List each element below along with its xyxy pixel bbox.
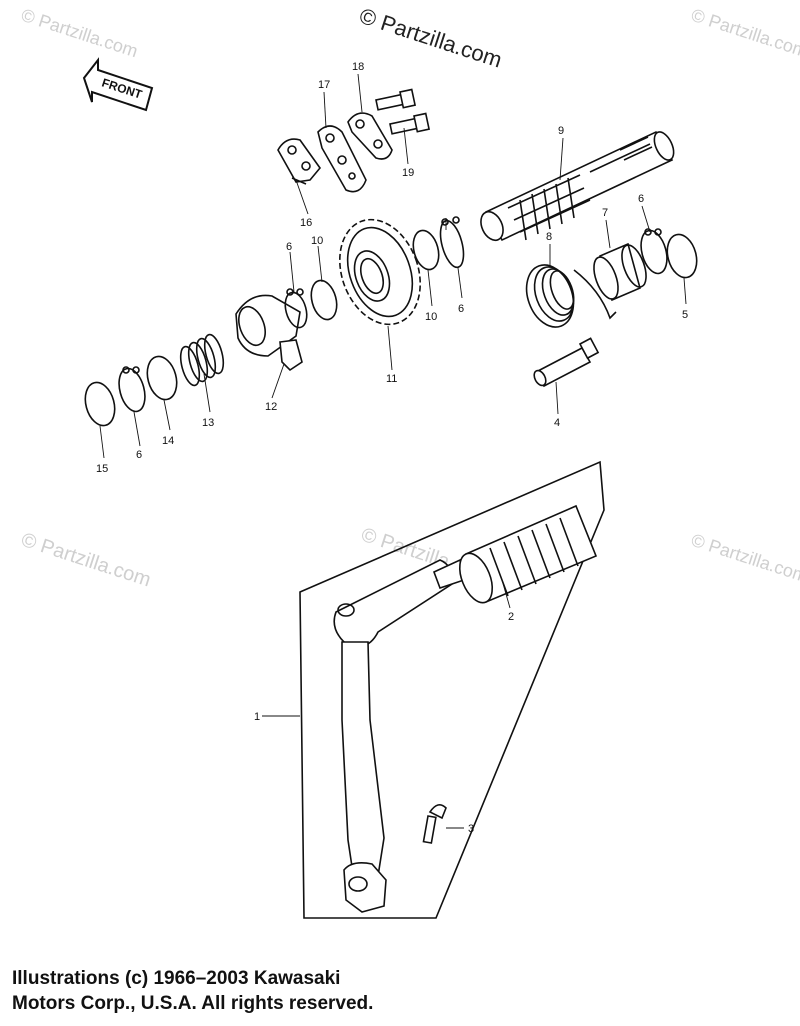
copyright-notice: Illustrations (c) 1966–2003 Kawasaki Mot… — [12, 966, 572, 1016]
part-7-collar — [593, 242, 647, 302]
watermark-top-right: © Partzilla.com — [689, 5, 800, 62]
part-19-bolt-lower — [389, 112, 431, 135]
callout-1: 1 — [254, 711, 260, 723]
part-9-kick-shaft — [480, 130, 675, 242]
part-12-ratchet — [235, 294, 303, 372]
leader-lines — [99, 73, 687, 829]
callout-7: 7 — [602, 207, 608, 219]
part-18-plate — [347, 112, 393, 160]
callout-6-a: 6 — [458, 303, 464, 315]
callout-6-d: 6 — [136, 449, 142, 461]
callout-2: 2 — [508, 611, 514, 623]
callout-15: 15 — [96, 463, 108, 475]
callout-4: 4 — [554, 417, 560, 429]
callout-6-b: 6 — [286, 241, 292, 253]
part-1-kick-pedal — [333, 558, 465, 913]
front-arrow-icon: FRONT — [82, 57, 154, 112]
callout-13: 13 — [202, 417, 214, 429]
callout-6-c: 6 — [638, 193, 644, 205]
copyright-line-1: Illustrations (c) 1966–2003 Kawasaki — [12, 968, 341, 989]
copyright-line-2: Motors Corp., U.S.A. All rights reserved… — [12, 993, 374, 1014]
callout-10-a: 10 — [425, 311, 437, 323]
part-14-washer — [146, 355, 178, 401]
part-8-kick-spring — [525, 264, 617, 328]
part-19-bolt-upper — [375, 88, 417, 111]
callout-11: 11 — [386, 373, 397, 385]
callout-18: 18 — [352, 61, 364, 73]
callout-12: 12 — [265, 401, 277, 413]
part-6-circlip-a — [439, 216, 465, 269]
callout-numbers: 9 17 18 16 19 6 10 10 6 11 12 13 14 6 15… — [96, 61, 688, 835]
watermark-mid-left: © Partzilla.com — [18, 529, 153, 592]
part-3-bolt — [422, 804, 447, 844]
callout-19: 19 — [402, 167, 414, 179]
part-6-circlip-b — [284, 288, 308, 329]
callout-10-b: 10 — [311, 235, 323, 247]
callout-8: 8 — [546, 231, 552, 243]
watermark-top-left: © Partzilla.com — [19, 5, 141, 62]
callout-14: 14 — [162, 435, 174, 447]
watermark-mid-right: © Partzilla.com — [689, 530, 800, 587]
part-2-kick-rubber — [458, 504, 598, 604]
part-17-plate — [317, 125, 367, 193]
part-5-washer — [666, 233, 698, 279]
callout-5: 5 — [682, 309, 688, 321]
callout-9: 9 — [558, 125, 564, 137]
part-11-kick-gear — [338, 218, 422, 326]
callout-17: 17 — [318, 79, 330, 91]
kick-pedal-assembly-outline — [299, 460, 605, 919]
part-6-circlip-c — [640, 228, 668, 275]
part-13-spring — [179, 333, 225, 387]
part-4-pin — [533, 337, 600, 388]
watermark-main: © Partzilla.com — [356, 3, 505, 73]
part-10-washer-b — [310, 279, 338, 321]
callout-16: 16 — [300, 217, 312, 229]
part-6-circlip-d — [118, 366, 146, 413]
part-16-plate — [277, 138, 322, 185]
callout-3: 3 — [468, 823, 474, 835]
part-10-washer-a — [412, 229, 440, 271]
part-15-washer — [84, 381, 116, 427]
